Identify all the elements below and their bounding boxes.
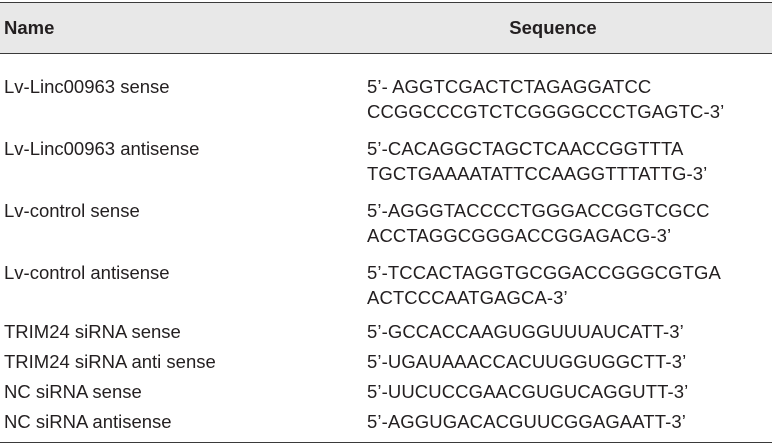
row-sequence: 5’-CACAGGCTAGCTCAACCGGTTTA TGCTGAAAATATT… [364, 130, 772, 192]
sequence-line: ACTCCCAATGAGCA-3’ [367, 287, 568, 308]
row-sequence: 5’-UGAUAAACCACUUGGUGGCTT-3’ [364, 346, 772, 376]
row-name: Lv-Linc00963 sense [4, 76, 170, 97]
sequence-line: 5’-TCCACTAGGTGCGGACCGGGCGTGA [367, 262, 721, 283]
sequence-line: 5’-CACAGGCTAGCTCAACCGGTTTA [367, 138, 684, 159]
table-row: Lv-control antisense 5’-TCCACTAGGTGCGGAC… [0, 254, 772, 316]
table-row: TRIM24 siRNA sense 5’-GCCACCAAGUGGUUUAUC… [0, 316, 772, 346]
row-sequence: 5’-TCCACTAGGTGCGGACCGGGCGTGA ACTCCCAATGA… [364, 254, 772, 316]
row-name: NC siRNA antisense [4, 411, 172, 432]
header-row: Name Sequence [0, 2, 772, 54]
row-sequence: 5’-AGGUGACACGUUCGGAGAATT-3’ [364, 406, 772, 443]
sequence-line: 5’-UUCUCCGAACGUGUCAGGUTT-3’ [367, 381, 689, 402]
header-name: Name [4, 17, 55, 38]
sequence-line: 5’-GCCACCAAGUGGUUUAUCATT-3’ [367, 321, 684, 342]
row-sequence: 5’- AGGTCGACTCTAGAGGATCC CCGGCCCGTCTCGGG… [364, 54, 772, 131]
sequence-line: 5’-AGGUGACACGUUCGGAGAATT-3’ [367, 411, 686, 432]
row-sequence: 5’-GCCACCAAGUGGUUUAUCATT-3’ [364, 316, 772, 346]
sequence-line: TGCTGAAAATATTCCAAGGTTTATTG-3’ [367, 163, 708, 184]
table-row: TRIM24 siRNA anti sense 5’-UGAUAAACCACUU… [0, 346, 772, 376]
row-name: Lv-Linc00963 antisense [4, 138, 200, 159]
row-sequence: 5’-UUCUCCGAACGUGUCAGGUTT-3’ [364, 376, 772, 406]
row-sequence: 5’-AGGGTACCCCTGGGACCGGTCGCC ACCTAGGCGGGA… [364, 192, 772, 254]
row-name: Lv-control sense [4, 200, 140, 221]
row-name: TRIM24 siRNA anti sense [4, 351, 216, 372]
row-name: NC siRNA sense [4, 381, 142, 402]
sequence-line: ACCTAGGCGGGACCGGAGACG-3’ [367, 225, 672, 246]
table-row: NC siRNA sense 5’-UUCUCCGAACGUGUCAGGUTT-… [0, 376, 772, 406]
sequence-line: 5’-UGAUAAACCACUUGGUGGCTT-3’ [367, 351, 687, 372]
header-sequence: Sequence [509, 17, 597, 38]
table-row: Lv-Linc00963 sense 5’- AGGTCGACTCTAGAGGA… [0, 54, 772, 131]
table-header: Name Sequence [0, 2, 772, 54]
table-row: Lv-control sense 5’-AGGGTACCCCTGGGACCGGT… [0, 192, 772, 254]
row-name: Lv-control antisense [4, 262, 170, 283]
table-row: NC siRNA antisense 5’-AGGUGACACGUUCGGAGA… [0, 406, 772, 443]
sequence-line: 5’- AGGTCGACTCTAGAGGATCC [367, 76, 652, 97]
table-row: Lv-Linc00963 antisense 5’-CACAGGCTAGCTCA… [0, 130, 772, 192]
row-name: TRIM24 siRNA sense [4, 321, 181, 342]
sequence-line: CCGGCCCGTCTCGGGGCCCTGAGTC-3’ [367, 101, 725, 122]
table-body: Lv-Linc00963 sense 5’- AGGTCGACTCTAGAGGA… [0, 54, 772, 443]
sequence-line: 5’-AGGGTACCCCTGGGACCGGTCGCC [367, 200, 710, 221]
